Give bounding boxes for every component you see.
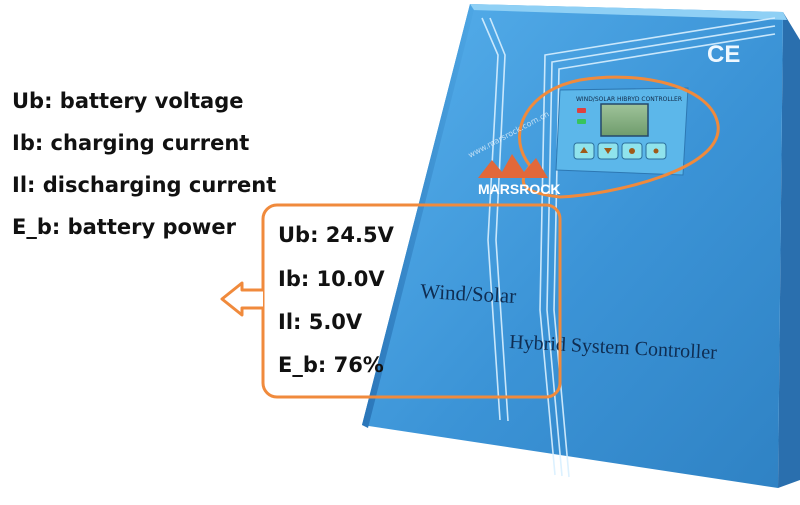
control-panel: WIND/SOLAR HIBRYD CONTROLLER	[555, 87, 689, 176]
legend-item-il: Il: discharging current	[12, 173, 277, 197]
flame-logo-icon	[478, 154, 548, 178]
readout-panel: Ub: 24.5V Ib: 10.0V Il: 5.0V E_b: 76%	[263, 205, 560, 397]
readout-il: Il: 5.0V	[278, 310, 363, 334]
caption-wind-solar: Wind/Solar	[420, 279, 517, 308]
readout-eb: E_b: 76%	[278, 353, 384, 377]
arrow-down-icon	[604, 148, 612, 154]
status-led-green	[577, 119, 586, 124]
legend-item-eb: E_b: battery power	[12, 215, 236, 239]
brand-name: MARSROCK	[478, 181, 560, 197]
screen-title: WIND/SOLAR HIBRYD CONTROLLER	[576, 96, 682, 103]
dot-icon	[629, 148, 635, 154]
lcd-screen	[600, 103, 649, 137]
legend-item-ub: Ub: battery voltage	[12, 89, 244, 113]
legend-list: Ub: battery voltage Ib: charging current…	[12, 86, 276, 254]
readout-ib: Ib: 10.0V	[278, 267, 385, 291]
decorative-stripes	[481, 17, 776, 478]
legend-item-ib: Ib: charging current	[12, 131, 250, 155]
ce-mark: CE	[707, 41, 740, 68]
status-led-red	[577, 108, 586, 113]
device-top-edge	[470, 4, 787, 20]
device-side-edge	[778, 12, 800, 488]
readout-ub: Ub: 24.5V	[278, 223, 394, 247]
device-left-edge	[362, 4, 474, 428]
arrow-left-icon	[220, 281, 263, 317]
arrow-up-icon	[580, 147, 588, 153]
esc-dot-icon	[653, 148, 659, 154]
